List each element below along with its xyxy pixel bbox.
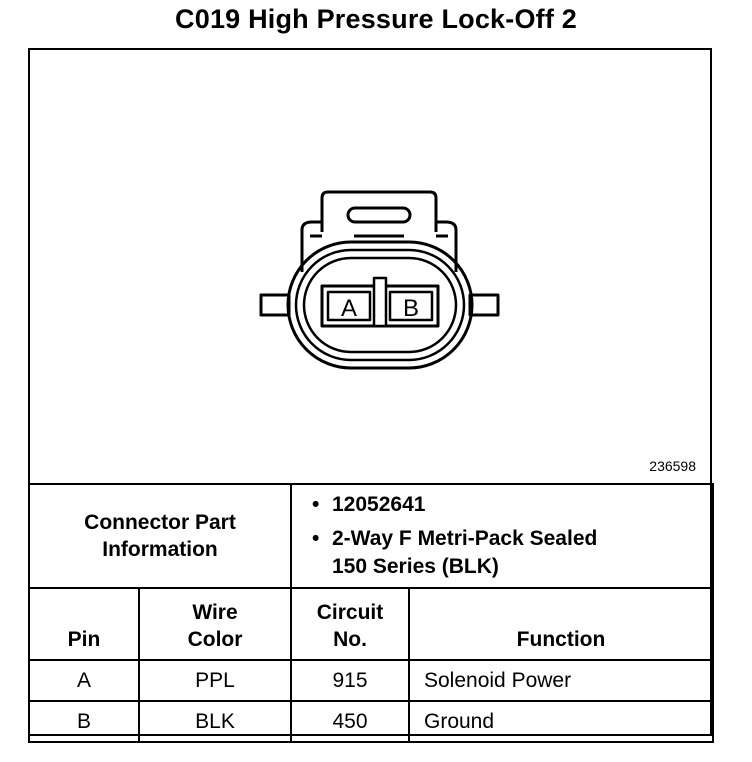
center-key xyxy=(372,276,388,328)
wire-color-cell: BLK xyxy=(138,700,292,743)
left-ear xyxy=(259,293,291,317)
connector-part-row: Connector Part Information • 12052641 • … xyxy=(28,483,715,589)
locking-tab-slot xyxy=(346,206,412,224)
table-row: B BLK 450 Ground xyxy=(28,700,715,743)
part-number-item: • 12052641 xyxy=(312,491,712,519)
connector-diagram: A B 236598 xyxy=(30,50,710,484)
header-wire-color: Wire Color xyxy=(138,587,292,661)
bullet-icon: • xyxy=(312,493,320,516)
circuit-cell: 450 xyxy=(290,700,410,743)
cavity-a xyxy=(326,290,372,322)
table-row: A PPL 915 Solenoid Power xyxy=(28,659,715,702)
connector-body-middle xyxy=(294,248,466,362)
right-shoulder xyxy=(436,220,458,272)
circuit-cell: 915 xyxy=(290,659,410,702)
locking-tab xyxy=(320,190,438,232)
pin-cell: B xyxy=(28,700,140,743)
header-function: Function xyxy=(407,587,715,661)
connector-description-item: • 2-Way F Metri-Pack Sealed 150 Series (… xyxy=(312,525,712,581)
connector-face-drawing: A B xyxy=(259,190,500,370)
connector-part-details: • 12052641 • 2-Way F Metri-Pack Sealed 1… xyxy=(289,483,715,589)
function-cell: Ground xyxy=(407,700,715,743)
bullet-icon: • xyxy=(312,527,320,550)
connector-description: 2-Way F Metri-Pack Sealed 150 Series (BL… xyxy=(332,527,598,578)
connector-body-inner xyxy=(302,256,458,354)
right-ear xyxy=(468,293,500,317)
connector-part-label: Connector Part Information xyxy=(84,511,236,561)
part-number: 12052641 xyxy=(332,493,426,516)
header-pin: Pin xyxy=(28,587,140,661)
connector-info-table: Connector Part Information • 12052641 • … xyxy=(28,483,715,743)
pin-label-b: B xyxy=(403,295,419,322)
left-shoulder xyxy=(300,220,322,272)
header-circuit-no: Circuit No. xyxy=(290,587,410,661)
cavity-b xyxy=(388,290,434,322)
pin-cell: A xyxy=(28,659,140,702)
wire-color-cell: PPL xyxy=(138,659,292,702)
figure-number: 236598 xyxy=(649,458,696,474)
pin-table-header-row: Pin Wire Color Circuit No. Function xyxy=(28,587,715,661)
diagram-frame: A B 236598 Connector Part Information • … xyxy=(28,48,715,743)
connector-part-label-cell: Connector Part Information xyxy=(28,483,292,589)
connector-body-outer xyxy=(286,240,474,370)
function-cell: Solenoid Power xyxy=(407,659,715,702)
page-title: C019 High Pressure Lock-Off 2 xyxy=(175,4,577,34)
pin-label-a: A xyxy=(341,295,357,322)
